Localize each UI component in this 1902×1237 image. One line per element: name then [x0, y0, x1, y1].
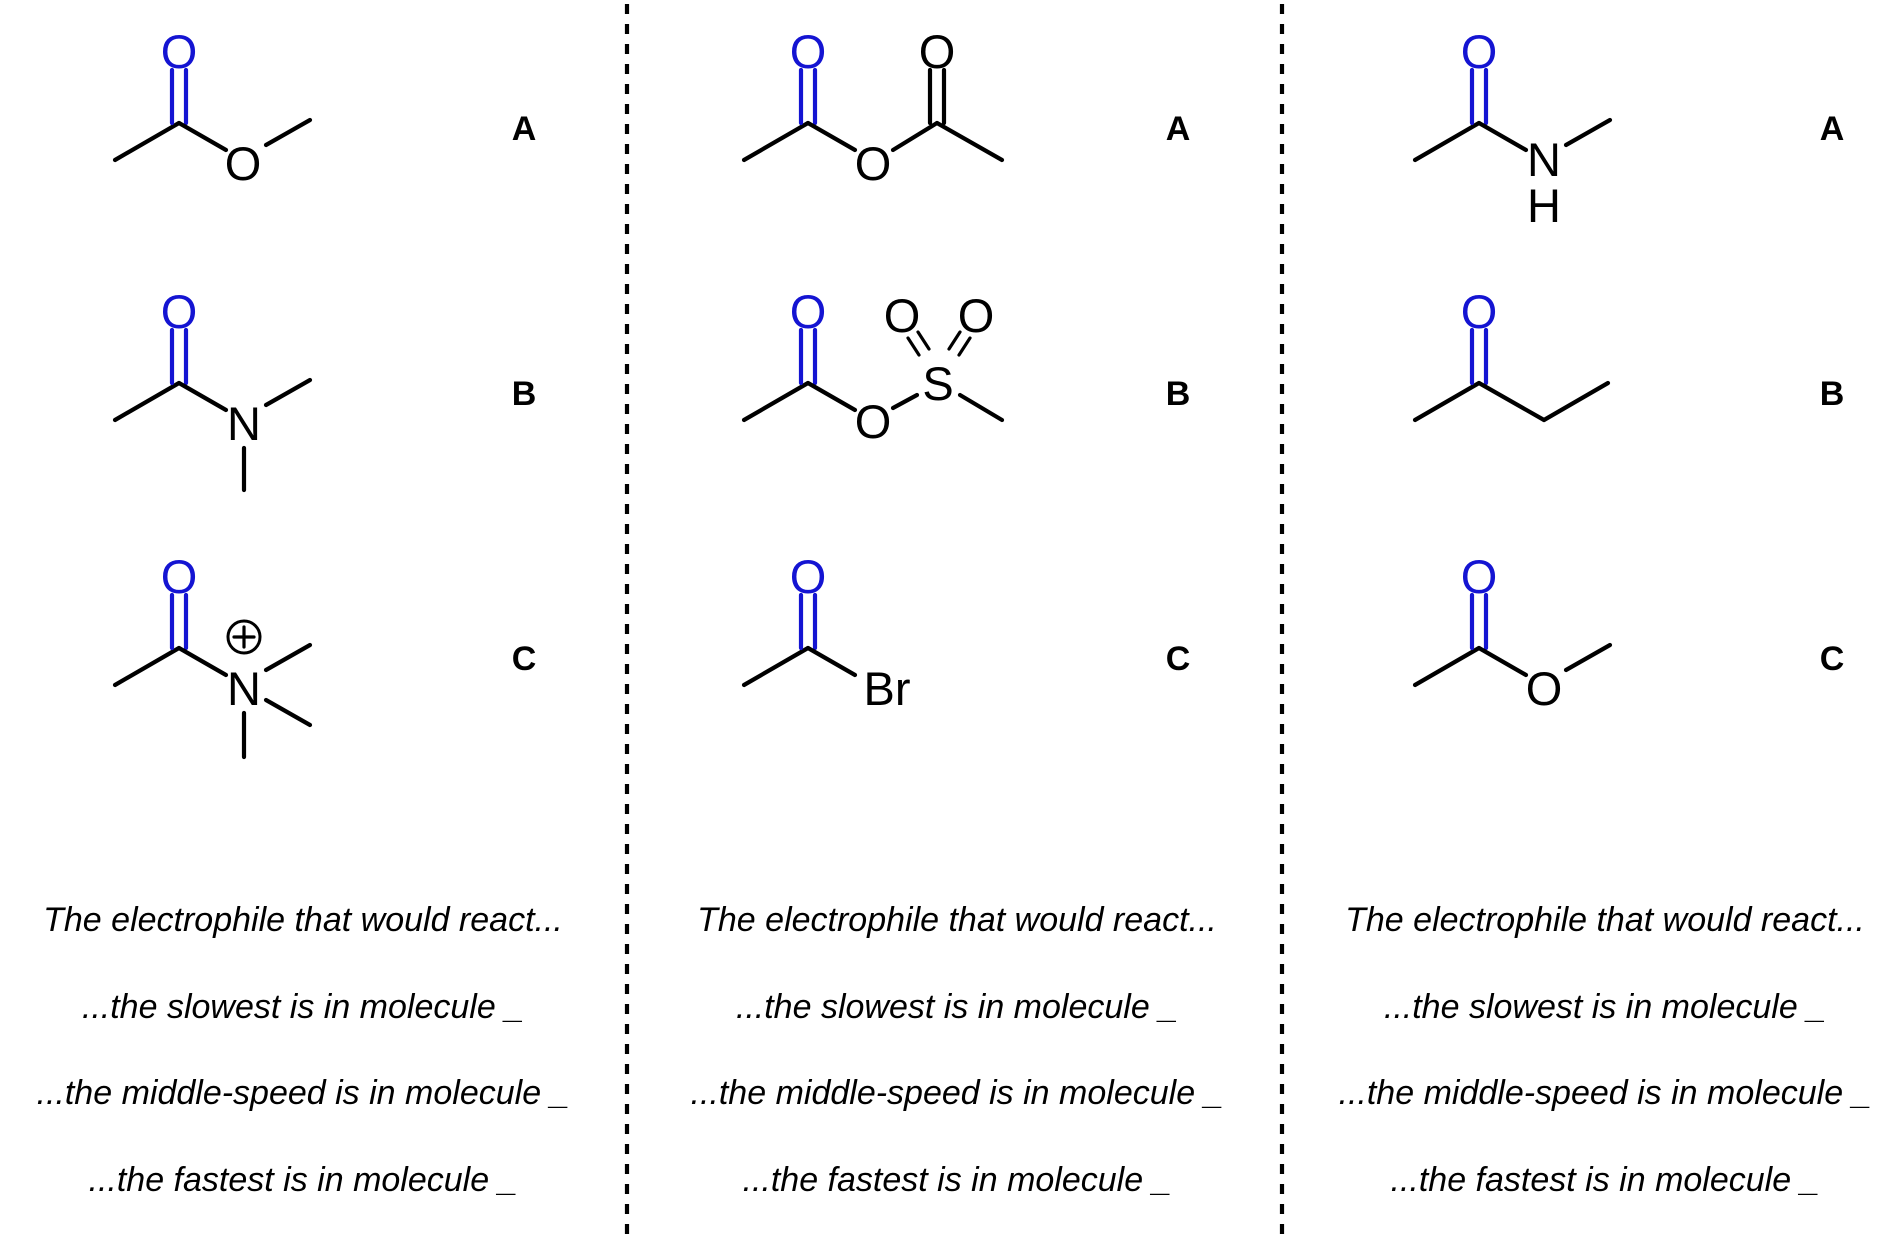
atom-o-bridge: O: [855, 395, 892, 448]
panel-1-question-middle: ...the middle-speed is in molecule _: [36, 1074, 570, 1112]
atom-n: N: [227, 397, 261, 450]
atom-o-carbonyl: O: [790, 550, 827, 603]
atom-br: Br: [864, 662, 911, 715]
panel-1-molecule-c: O N C: [112, 550, 537, 760]
panel-3-molecule-b: O B: [1412, 285, 1845, 423]
molecule-label: B: [1166, 375, 1191, 413]
atom-o-ester: O: [1526, 662, 1563, 715]
atom-n: N: [1527, 133, 1561, 186]
molecule-label: A: [1820, 110, 1845, 148]
panel-1-question-slowest: ...the slowest is in molecule _: [81, 988, 525, 1026]
atom-o-bridge: O: [855, 137, 892, 190]
panel-3-question-middle: ...the middle-speed is in molecule _: [1338, 1074, 1872, 1112]
atom-s: S: [922, 357, 953, 410]
panel-1-question-fastest: ...the fastest is in molecule _: [88, 1161, 518, 1199]
panel-1-molecule-b: O N B: [112, 285, 537, 493]
atom-o-carbonyl: O: [1461, 550, 1498, 603]
atom-o-carbonyl: O: [790, 285, 827, 338]
molecule-label: A: [1166, 110, 1191, 148]
panel-2-question-slowest: ...the slowest is in molecule _: [735, 988, 1179, 1026]
atom-o-carbonyl: O: [1461, 25, 1498, 78]
plus-charge-icon: [226, 619, 262, 655]
molecule-label: C: [512, 640, 537, 678]
panel-2-molecule-a: O O O A: [741, 25, 1191, 190]
panel-1-question-intro: The electrophile that would react...: [43, 901, 563, 939]
panel-2-molecule-c: O Br C: [741, 550, 1191, 715]
panel-3-molecule-a: O N H A: [1412, 25, 1845, 232]
atom-o-ester: O: [225, 137, 262, 190]
atom-o-carbonyl: O: [161, 550, 198, 603]
panel-2-question-fastest: ...the fastest is in molecule _: [742, 1161, 1172, 1199]
atom-h: H: [1527, 179, 1561, 232]
atom-o-carbonyl-2: O: [919, 25, 956, 78]
atom-o-sulfonyl-2: O: [958, 289, 995, 342]
molecule-label: C: [1820, 640, 1845, 678]
panel-3-molecule-c: O O C: [1412, 550, 1845, 715]
panel-2-molecule-b: O O S O O B: [741, 285, 1191, 448]
atom-o-carbonyl: O: [1461, 285, 1498, 338]
atom-o-carbonyl: O: [161, 285, 198, 338]
atom-n: N: [227, 662, 261, 715]
molecule-label: B: [512, 375, 537, 413]
panel-3-question-intro: The electrophile that would react...: [1345, 901, 1865, 939]
molecule-label: C: [1166, 640, 1191, 678]
panel-2-question-middle: ...the middle-speed is in molecule _: [690, 1074, 1224, 1112]
panel-3-question-slowest: ...the slowest is in molecule _: [1383, 988, 1827, 1026]
panel-2-question-intro: The electrophile that would react...: [697, 901, 1217, 939]
atom-o-carbonyl: O: [161, 25, 198, 78]
molecule-label: B: [1820, 375, 1845, 413]
panel-1-molecule-a: O O A: [112, 25, 537, 190]
atom-o-sulfonyl-1: O: [884, 289, 921, 342]
panel-3-question-fastest: ...the fastest is in molecule _: [1390, 1161, 1820, 1199]
atom-o-carbonyl: O: [790, 25, 827, 78]
molecule-label: A: [512, 110, 537, 148]
